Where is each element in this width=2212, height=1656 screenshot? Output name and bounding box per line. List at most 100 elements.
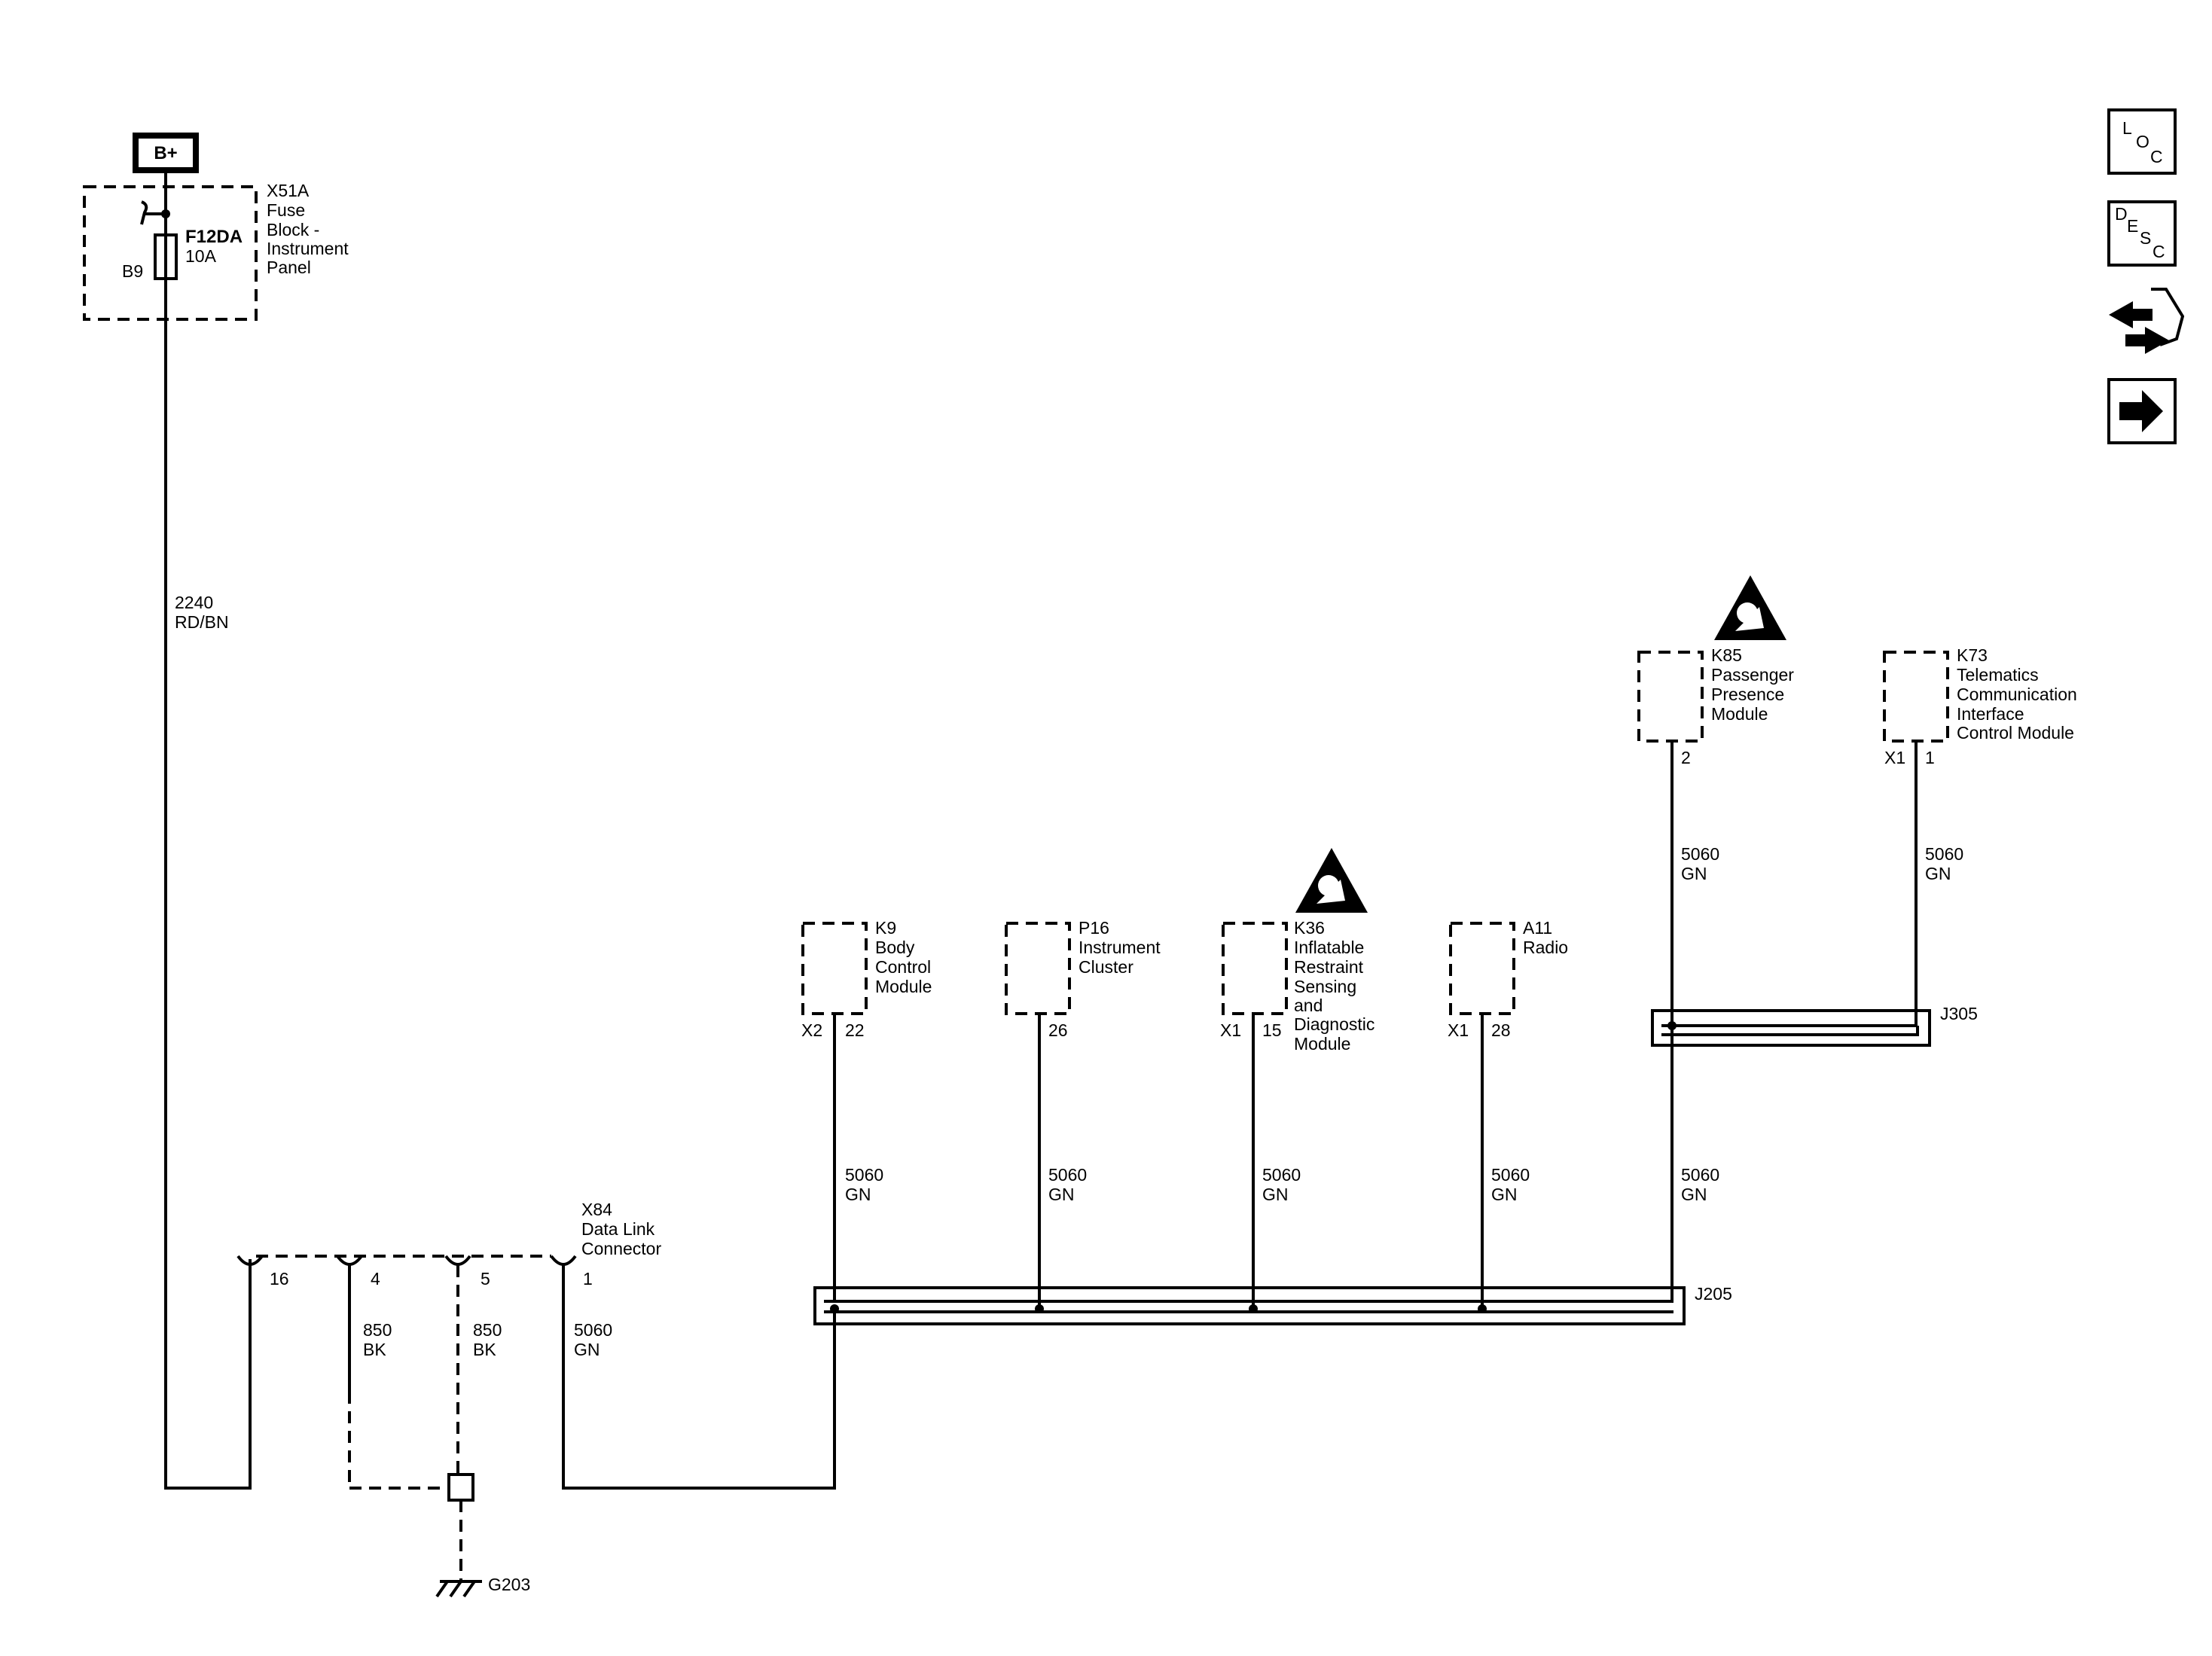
svg-text:5060: 5060 (1262, 1165, 1301, 1185)
fuse-pin: B9 (122, 261, 143, 281)
svg-text:Interface: Interface (1957, 704, 2024, 724)
svg-text:Control Module: Control Module (1957, 723, 2074, 743)
svg-text:BK: BK (363, 1340, 386, 1359)
svg-text:X1: X1 (1220, 1020, 1241, 1040)
svg-text:2240: 2240 (175, 593, 213, 612)
ground-splice (447, 1473, 474, 1502)
svg-text:1: 1 (583, 1269, 593, 1289)
svg-text:X1: X1 (1448, 1020, 1469, 1040)
svg-text:Module: Module (1711, 704, 1768, 724)
desc-button[interactable]: D E S C (2107, 200, 2177, 267)
svg-text:Passenger: Passenger (1711, 665, 1794, 685)
svg-text:GN: GN (574, 1340, 600, 1359)
svg-text:Instrument: Instrument (267, 239, 349, 258)
svg-text:5060: 5060 (1491, 1165, 1530, 1185)
svg-text:Communication: Communication (1957, 685, 2077, 704)
fuse-id: F12DA (185, 227, 243, 247)
svg-text:S: S (2140, 228, 2151, 248)
svg-text:X1: X1 (1884, 748, 1905, 767)
fuse-block: X51A Fuse Block - Instrument Panel F12DA… (83, 170, 349, 321)
svg-text:RD/BN: RD/BN (175, 612, 229, 632)
ground-wires: 850 BK 850 BK (348, 1265, 502, 1580)
fuse-block-id: X51A (267, 181, 310, 200)
svg-text:Module: Module (875, 977, 932, 996)
svg-text:BK: BK (473, 1340, 496, 1359)
svg-text:Panel: Panel (267, 258, 311, 277)
svg-text:5060: 5060 (845, 1165, 883, 1185)
svg-text:C: C (2150, 147, 2163, 166)
svg-text:28: 28 (1491, 1020, 1511, 1040)
svg-text:A11: A11 (1523, 918, 1552, 938)
data-link-connector: X84 Data Link Connector 16 4 5 1 (236, 1200, 661, 1289)
svg-text:4: 4 (371, 1269, 380, 1289)
svg-text:5060: 5060 (574, 1320, 612, 1340)
svg-text:Fuse: Fuse (267, 200, 305, 220)
module-k85: K85 Passenger Presence Module 2 5060 GN … (1637, 575, 1794, 1301)
svg-text:1: 1 (1925, 748, 1935, 767)
svg-text:GN: GN (845, 1185, 871, 1204)
svg-text:GN: GN (1925, 864, 1951, 883)
svg-text:D: D (2115, 204, 2128, 224)
svg-text:X2: X2 (801, 1020, 822, 1040)
connector-pinout-icon (2109, 288, 2185, 354)
svg-text:K85: K85 (1711, 645, 1742, 665)
svg-text:Telematics: Telematics (1957, 665, 2039, 685)
svg-text:Connector: Connector (581, 1239, 661, 1258)
svg-text:X84: X84 (581, 1200, 612, 1219)
fuse-rating: 10A (185, 246, 217, 266)
svg-text:16: 16 (270, 1269, 289, 1289)
svg-text:5060: 5060 (1681, 1165, 1719, 1185)
power-wire: 2240 RD/BN (164, 279, 252, 1490)
svg-text:K9: K9 (875, 918, 896, 938)
svg-text:C: C (2153, 242, 2165, 261)
svg-text:Body: Body (875, 938, 915, 957)
module-k36: K36 Inflatable Restraint Sensing and Dia… (1220, 848, 1374, 1309)
loc-button[interactable]: L O C (2107, 108, 2177, 175)
svg-text:Presence: Presence (1711, 685, 1784, 704)
svg-text:P16: P16 (1079, 918, 1109, 938)
svg-text:5060: 5060 (1048, 1165, 1087, 1185)
next-page-button[interactable] (2107, 378, 2177, 444)
svg-text:Module: Module (1294, 1034, 1350, 1054)
next-page-arrow-icon (2119, 390, 2163, 432)
svg-text:GN: GN (1262, 1185, 1289, 1204)
svg-text:GN: GN (1681, 1185, 1707, 1204)
connector-pinout-button[interactable] (2109, 288, 2185, 354)
svg-text:Restraint: Restraint (1294, 957, 1364, 977)
svg-text:15: 15 (1262, 1020, 1282, 1040)
splice-id: J305 (1940, 1004, 1978, 1023)
svg-text:Cluster: Cluster (1079, 957, 1133, 977)
svg-text:E: E (2127, 216, 2138, 236)
svg-text:2: 2 (1681, 748, 1691, 767)
svg-text:Control: Control (875, 957, 931, 977)
module-p16: P16 Instrument Cluster 26 5060 GN (1005, 918, 1161, 1309)
module-k73: K73 Telematics Communication Interface C… (1883, 645, 2077, 1026)
airbag-warning-icon (1714, 575, 1786, 640)
splice-j305: J305 (1651, 1004, 1978, 1047)
svg-text:Instrument: Instrument (1079, 938, 1161, 957)
svg-text:26: 26 (1048, 1020, 1068, 1040)
svg-text:and: and (1294, 996, 1323, 1015)
svg-text:Block -: Block - (267, 220, 319, 239)
svg-text:850: 850 (363, 1320, 392, 1340)
svg-text:Radio: Radio (1523, 938, 1568, 957)
svg-text:5060: 5060 (1681, 844, 1719, 864)
module-a11: A11 Radio X1 28 5060 GN (1448, 918, 1568, 1309)
ground-id: G203 (488, 1575, 530, 1594)
svg-text:GN: GN (1681, 864, 1707, 883)
airbag-warning-icon (1295, 848, 1368, 913)
svg-text:GN: GN (1048, 1185, 1075, 1204)
svg-text:K73: K73 (1957, 645, 1988, 665)
splice-j205: J205 (813, 1284, 1732, 1325)
splice-id: J205 (1695, 1284, 1732, 1304)
svg-text:850: 850 (473, 1320, 502, 1340)
svg-text:K36: K36 (1294, 918, 1325, 938)
svg-text:GN: GN (1491, 1185, 1518, 1204)
svg-text:Inflatable: Inflatable (1294, 938, 1364, 957)
svg-text:B+: B+ (154, 143, 177, 163)
svg-text:L: L (2122, 118, 2132, 138)
svg-text:5: 5 (481, 1269, 490, 1289)
svg-text:Diagnostic: Diagnostic (1294, 1014, 1374, 1034)
svg-text:Data Link: Data Link (581, 1219, 655, 1239)
loc-icon: L O C (2122, 118, 2163, 166)
